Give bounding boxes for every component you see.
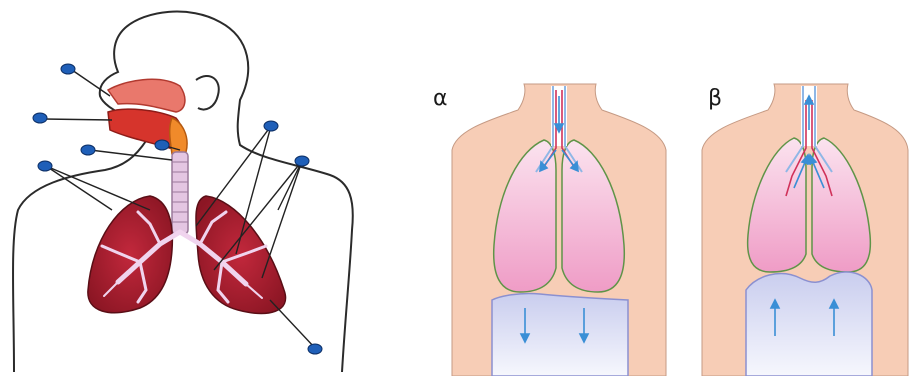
panel-label-beta: β bbox=[708, 88, 722, 110]
anatomy-illustration bbox=[13, 12, 353, 372]
diaphragm bbox=[746, 272, 872, 376]
label-marker[interactable] bbox=[81, 145, 95, 155]
label-marker[interactable] bbox=[155, 140, 169, 150]
label-marker[interactable] bbox=[264, 121, 278, 131]
label-marker[interactable] bbox=[38, 161, 52, 171]
panel-alpha bbox=[452, 84, 666, 376]
label-marker[interactable] bbox=[295, 156, 309, 166]
label-marker[interactable] bbox=[308, 344, 322, 354]
panel-label-alpha: α bbox=[433, 88, 448, 110]
label-marker[interactable] bbox=[33, 113, 47, 123]
diaphragm bbox=[492, 293, 628, 376]
label-marker[interactable] bbox=[61, 64, 75, 74]
panel-beta bbox=[702, 84, 908, 376]
